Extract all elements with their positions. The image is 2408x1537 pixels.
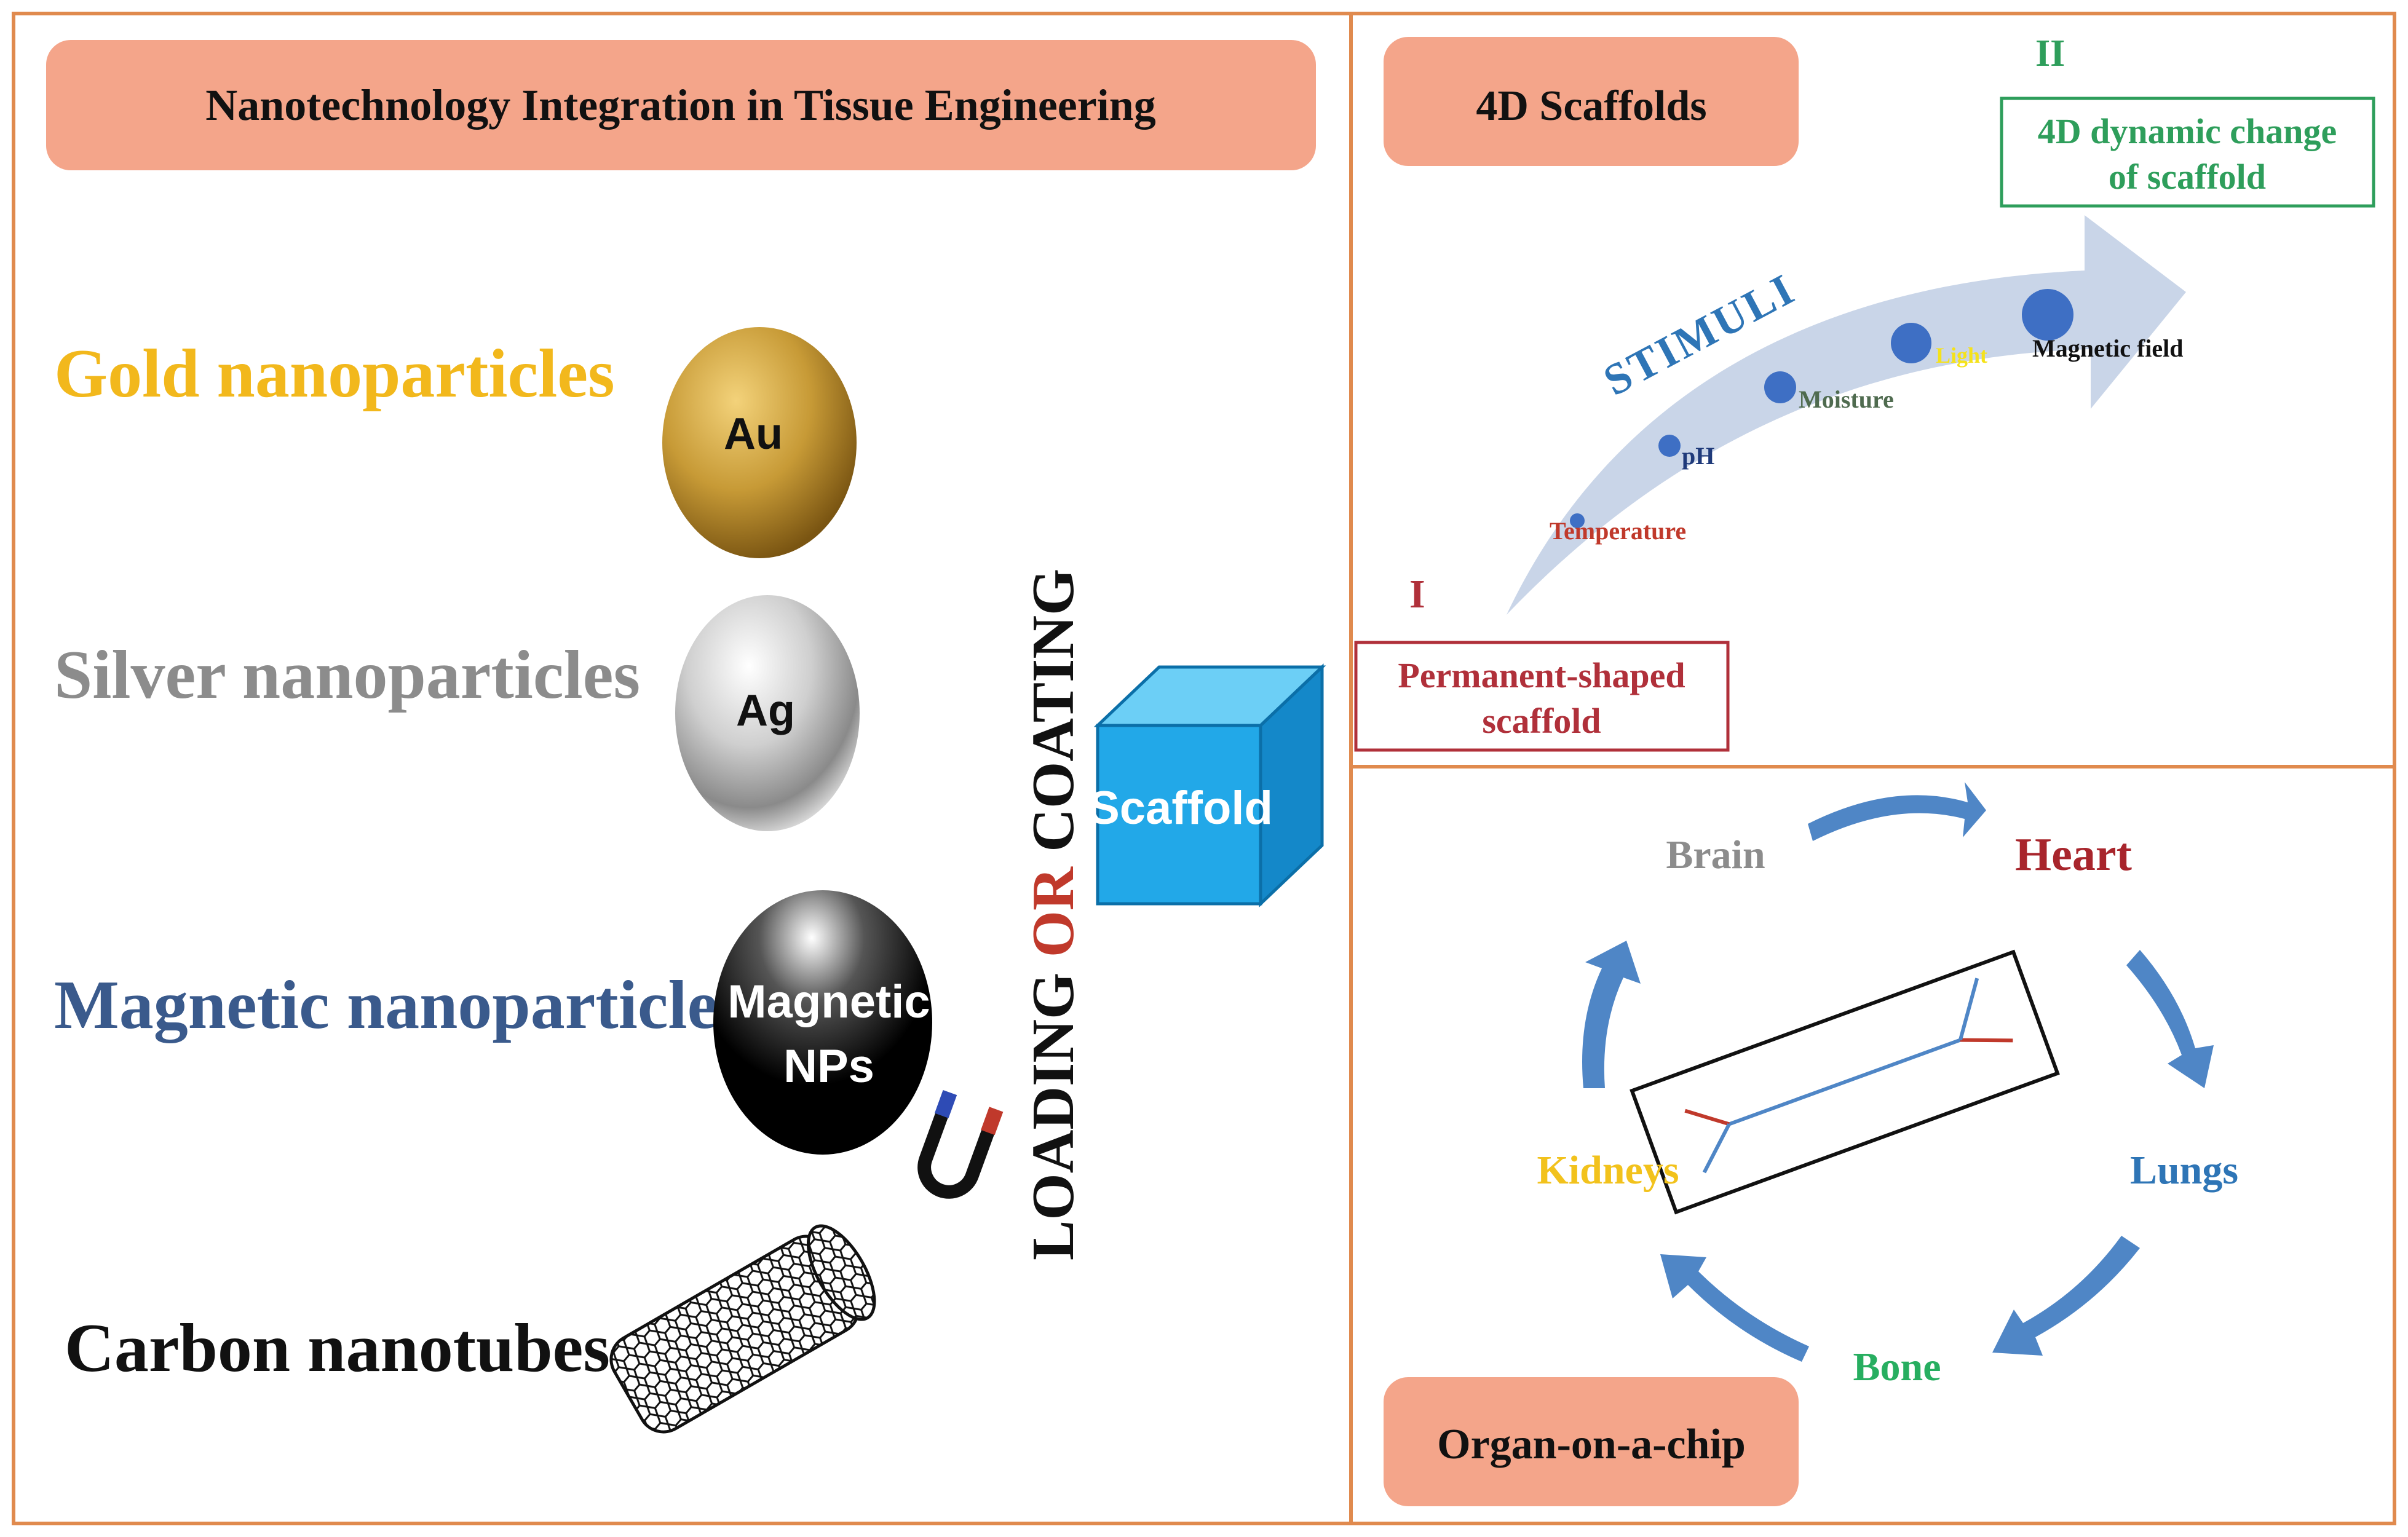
cycle-arrow-kidneys-brain bbox=[1582, 941, 1641, 1088]
microfluidic-chip bbox=[1630, 949, 2060, 1215]
organ-chip-title-pill bbox=[1384, 1377, 1799, 1506]
scaffolds-4d-panel: 4D Scaffolds STIMULI Temperature pH Mois… bbox=[1354, 33, 2375, 752]
magnetic-sphere-label-line2: NPs bbox=[783, 1040, 874, 1092]
stimulus-label-light: Light bbox=[1936, 343, 1987, 368]
stimulus-dot-temperature bbox=[1570, 513, 1585, 528]
organ-label-bone: Bone bbox=[1853, 1345, 1941, 1389]
left-panel: Nanotechnology Integration in Tissue Eng… bbox=[46, 40, 1326, 1434]
stimulus-dot-moisture bbox=[1764, 371, 1796, 403]
stage-two-label: II bbox=[2035, 33, 2065, 74]
gold-sphere-label: Au bbox=[724, 409, 783, 459]
organ-label-lungs: Lungs bbox=[2130, 1148, 2238, 1193]
cycle-arrows bbox=[1582, 782, 2214, 1362]
stimulus-dot-light bbox=[1891, 323, 1931, 363]
silver-nanoparticles-label: Silver nanoparticles bbox=[54, 637, 640, 713]
stimuli-arrow bbox=[1507, 215, 2186, 615]
organ-chip-panel: Brain Heart Lungs Bone Kidneys Organ-on-… bbox=[1384, 782, 2238, 1506]
permanent-scaffold-box bbox=[1354, 641, 1730, 752]
dynamic-change-line1: 4D dynamic change bbox=[2038, 111, 2337, 151]
stimulus-dot-magnetic-field bbox=[2022, 289, 2073, 341]
stimulus-dot-ph bbox=[1658, 435, 1681, 457]
scaffold-label: Scaffold bbox=[1088, 782, 1273, 834]
magnetic-nanoparticles-label: Magnetic nanoparticles bbox=[54, 967, 745, 1043]
stimulus-label-temperature: Temperature bbox=[1550, 517, 1686, 545]
cycle-arrow-lungs-bone bbox=[1992, 1236, 2140, 1356]
permanent-scaffold-line2: scaffold bbox=[1482, 701, 1601, 741]
stage-one-label: I bbox=[1409, 572, 1425, 617]
horseshoe-magnet-icon bbox=[917, 1089, 1004, 1199]
carbon-nanotube-icon bbox=[609, 1224, 876, 1434]
gold-sphere bbox=[662, 327, 857, 558]
permanent-scaffold-line1: Permanent-shaped bbox=[1398, 655, 1685, 695]
cycle-arrow-bone-kidneys bbox=[1660, 1254, 1809, 1362]
organ-label-kidneys: Kidneys bbox=[1537, 1148, 1679, 1193]
cycle-arrow-brain-heart bbox=[1808, 782, 1986, 841]
magnetic-sphere bbox=[713, 890, 932, 1155]
scaffolds-4d-title-pill bbox=[1384, 37, 1799, 166]
carbon-nanotubes-label: Carbon nanotubes bbox=[65, 1310, 610, 1386]
panel-frames bbox=[12, 12, 2396, 1525]
stimulus-label-ph: pH bbox=[1682, 442, 1714, 470]
organ-label-brain: Brain bbox=[1666, 832, 1765, 877]
cycle-arrow-heart-lungs bbox=[2126, 950, 2214, 1088]
scaffolds-4d-title: 4D Scaffolds bbox=[1476, 82, 1706, 130]
stimulus-label-moisture: Moisture bbox=[1799, 385, 1894, 413]
gold-nanoparticles-label: Gold nanoparticles bbox=[54, 336, 615, 412]
organ-chip-title: Organ-on-a-chip bbox=[1437, 1421, 1746, 1468]
organ-label-heart: Heart bbox=[2015, 829, 2132, 880]
scaffold-cube: Scaffold bbox=[1088, 663, 1326, 907]
dynamic-change-box bbox=[2000, 97, 2375, 208]
left-panel-title: Nanotechnology Integration in Tissue Eng… bbox=[205, 81, 1156, 130]
silver-sphere-label: Ag bbox=[736, 686, 795, 735]
silver-sphere bbox=[675, 595, 860, 831]
dynamic-change-line2: of scaffold bbox=[2109, 157, 2266, 197]
left-title-pill bbox=[46, 40, 1316, 170]
stimulus-label-magnetic-field: Magnetic field bbox=[2032, 334, 2184, 362]
magnetic-sphere-label-line1: Magnetic bbox=[727, 976, 930, 1028]
loading-or-coating-text: LOADING OR COATING bbox=[1020, 569, 1087, 1260]
